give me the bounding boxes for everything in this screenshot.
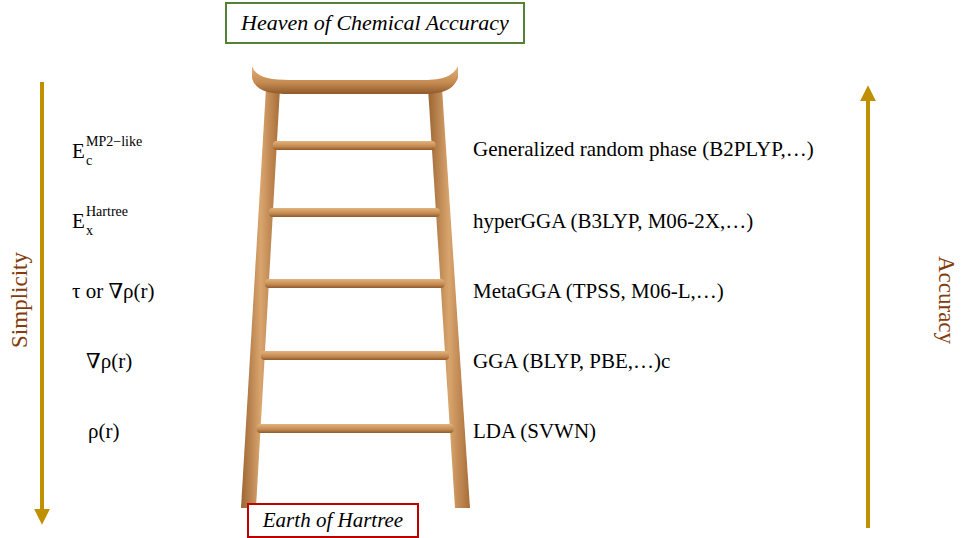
ladder-rung <box>273 141 436 150</box>
rung-ingredient: ∇ρ(r) <box>86 350 132 373</box>
ladder-rung <box>261 351 449 360</box>
rung-ingredient: ρ(r) <box>88 420 119 443</box>
subscript: c <box>86 153 92 168</box>
rung-ingredient: τ or ∇ρ(r) <box>72 280 155 303</box>
ladder-top <box>252 66 458 94</box>
subscript: x <box>86 223 93 238</box>
box-title: Earth of Hartree <box>263 508 403 533</box>
superscript: Hartree <box>86 204 128 219</box>
rung-name: GGA (BLYP, PBE,…)c <box>473 350 670 373</box>
rung-name: hyperGGA (B3LYP, M06-2X,…) <box>473 210 753 233</box>
earth-box: Earth of Hartree <box>247 503 419 538</box>
ladder-rail <box>428 88 470 508</box>
axis-label: Accuracy <box>933 256 958 344</box>
simplicity-arrow <box>40 82 44 512</box>
rung-name: LDA (SVWN) <box>473 420 596 443</box>
axis-label: Simplicity <box>7 252 32 348</box>
ladder-rung <box>269 208 440 217</box>
heaven-box: Heaven of Chemical Accuracy <box>225 2 525 44</box>
ladder-rung <box>265 279 445 288</box>
accuracy-arrow <box>866 98 870 528</box>
rung-name: MetaGGA (TPSS, M06-L,…) <box>473 280 724 303</box>
rung-ingredient: E <box>72 140 85 163</box>
ladder-rung <box>257 424 454 433</box>
rung-name: Generalized random phase (B2PLYP,…) <box>473 138 814 161</box>
rung-ingredient: E <box>72 210 85 233</box>
box-title: Heaven of Chemical Accuracy <box>241 10 509 36</box>
superscript: MP2−like <box>86 134 142 149</box>
ladder-rail <box>241 88 280 508</box>
